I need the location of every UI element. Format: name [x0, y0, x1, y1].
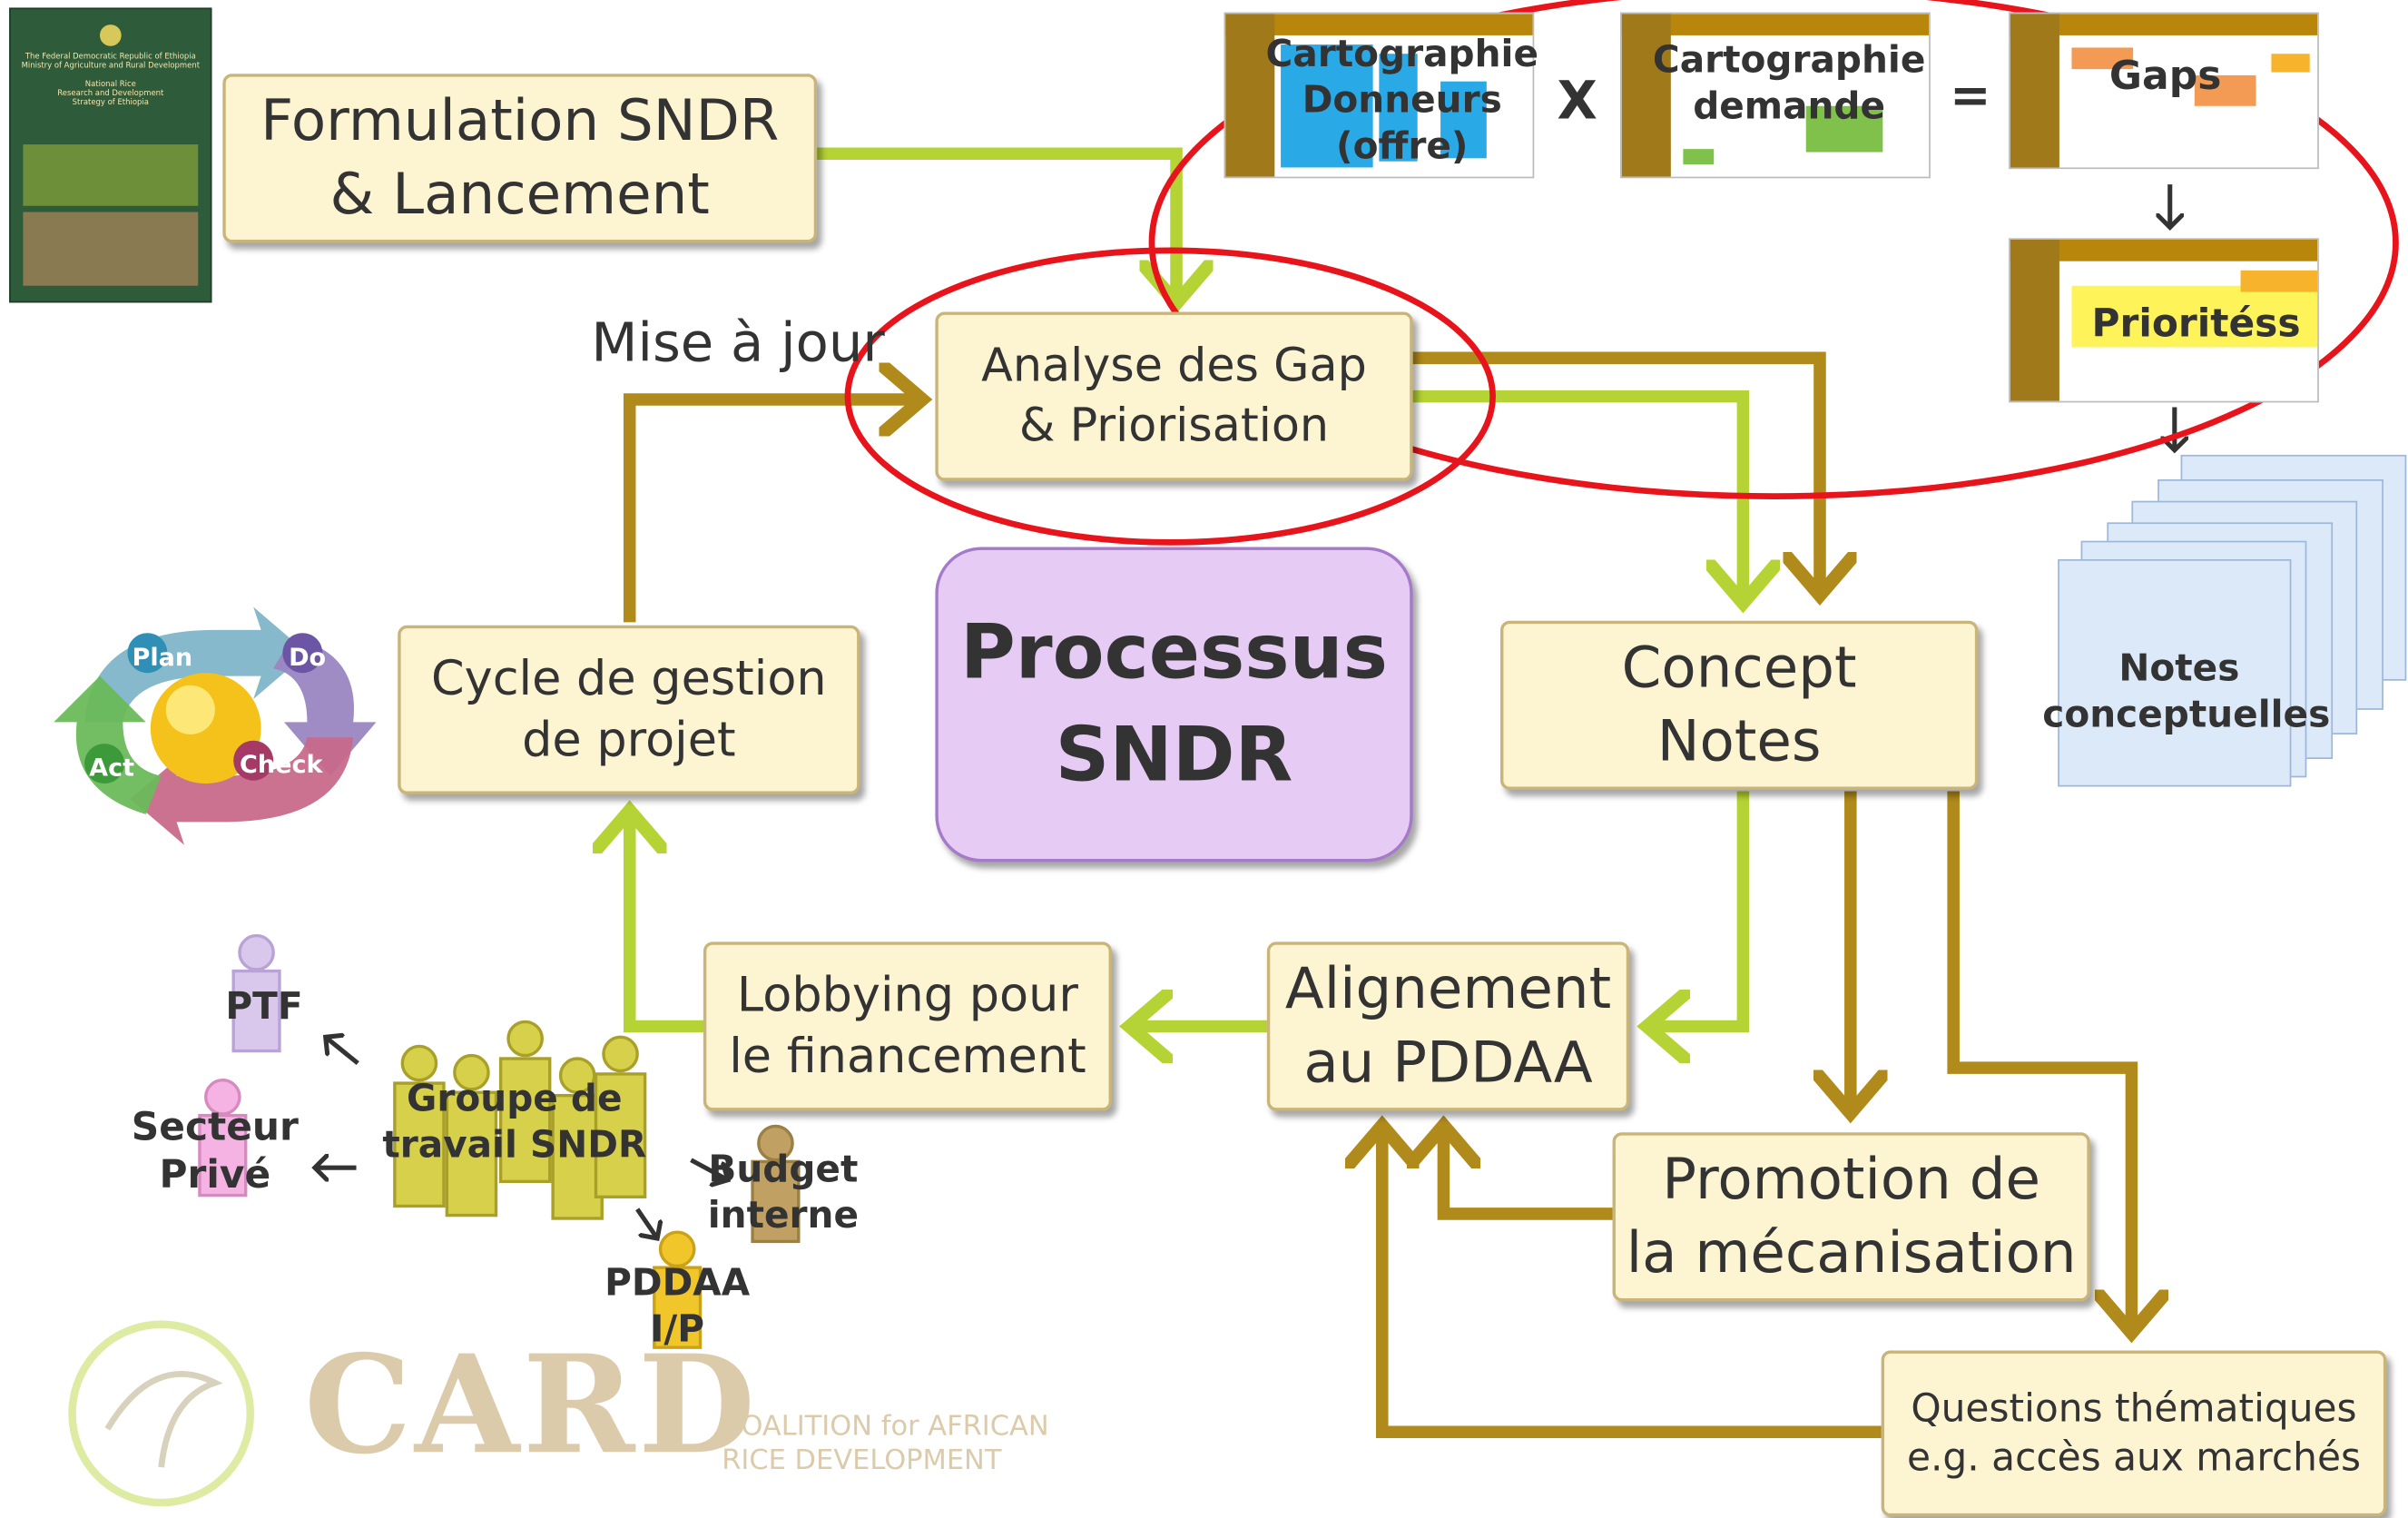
- processus-box: Processus SNDR: [935, 547, 1413, 862]
- budget-person-icon: [751, 1124, 801, 1244]
- arrow-concept-to-alignement: [1651, 791, 1750, 1027]
- groupe-de-travail-label: Groupe de travail SNDR: [382, 1077, 647, 1167]
- priorities-table: [2009, 238, 2319, 403]
- arrow-groupe-to-budget: [690, 1158, 728, 1180]
- equals-sign: =: [1950, 65, 1991, 125]
- ptf-person-icon: [231, 933, 281, 1053]
- pdca-check-label: Check: [239, 749, 323, 780]
- secteur-prive-person-icon: [198, 1079, 248, 1198]
- highlight-ellipse-analyse: [844, 247, 1496, 546]
- times-sign: X: [1557, 70, 1597, 133]
- budget-interne-label: Budget interne: [707, 1148, 860, 1237]
- questions-box: Questions thématiques e.g. accès aux mar…: [1881, 1350, 2387, 1517]
- cycle-box: Cycle de gestion de projet: [398, 625, 860, 794]
- pddaa-person-icon: [653, 1230, 703, 1349]
- arrow-concept-to-questions: [1947, 791, 2131, 1329]
- pdca-cycle-icon: [54, 606, 377, 845]
- concept-note-sheet: [2058, 559, 2292, 787]
- tractor-photo: [23, 212, 199, 286]
- gaps-label: Gaps: [2108, 54, 2222, 101]
- concept-notes-box: Concept Notes: [1500, 620, 1979, 790]
- ptf-label: PTF: [225, 984, 303, 1029]
- arrow-groupe-to-pddaa: [635, 1208, 657, 1238]
- emblem-icon: [99, 25, 122, 46]
- formulation-box: Formulation SNDR & Lancement: [222, 74, 818, 243]
- arrow-analyse-to-concept-gold: [1412, 351, 1820, 591]
- cartographie-donneurs-label: Cartographie Donneurs (offre): [1265, 32, 1539, 168]
- arrow-cycle-to-analyse: [623, 399, 919, 623]
- alignement-box: Alignement au PDDAA: [1266, 941, 1630, 1111]
- rice-field-photo: [23, 144, 199, 206]
- analyse-box: Analyse des Gap & Priorisation: [935, 311, 1413, 481]
- arrow-groupe-to-ptf: [326, 1037, 359, 1066]
- pdca-do-label: Do: [289, 642, 327, 672]
- arrow-formulation-to-analyse: [817, 147, 1176, 300]
- cartographie-demande-label: Cartographie demande: [1652, 38, 1926, 128]
- demand-mapping-table: [1620, 12, 1931, 179]
- arrow-analyse-to-concept-lime: [1412, 389, 1744, 599]
- arrow-lobbying-to-cycle: [630, 814, 703, 1033]
- priorites-label: Prioritéss: [2091, 301, 2301, 346]
- pdca-act-label: Act: [89, 753, 135, 783]
- card-logo-emblem: [68, 1320, 255, 1507]
- strategy-document-cover-image: The Federal Democratic Republic of Ethio…: [9, 7, 212, 303]
- promotion-box: Promotion de la mécanisation: [1612, 1132, 2090, 1302]
- notes-conceptuelles-label: Notes conceptuelles: [2042, 646, 2331, 736]
- pddaa-ip-label: PDDAA I/P: [604, 1261, 751, 1351]
- card-logo-text: CARD: [304, 1324, 759, 1484]
- lobbying-box: Lobbying pour le financement: [703, 941, 1112, 1111]
- donor-mapping-table: [1224, 12, 1535, 179]
- arrow-promotion-to-alignement: [1443, 1129, 1613, 1220]
- card-coalition-text: COALITION for AFRICAN RICE DEVELOPMENT: [722, 1410, 1049, 1476]
- pdca-plan-label: Plan: [132, 642, 193, 672]
- mise-a-jour-label: Mise à jour: [591, 313, 885, 375]
- cover-text: The Federal Democratic Republic of Ethio…: [21, 52, 201, 108]
- highlight-ellipse-mapping: [1148, 0, 2399, 499]
- gaps-table: [2009, 12, 2319, 170]
- secteur-prive-label: Secteur Privé: [131, 1104, 299, 1198]
- groupe-persons-icon: [393, 1020, 647, 1220]
- arrow-questions-to-alignement: [1382, 1129, 1882, 1439]
